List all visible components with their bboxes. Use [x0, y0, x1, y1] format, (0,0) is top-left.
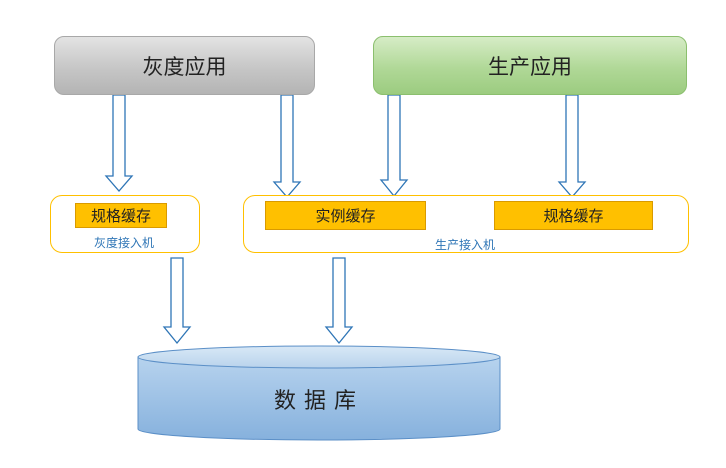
gray-spec-cache-label: 规格缓存	[90, 207, 151, 225]
database-cylinder-body	[137, 356, 501, 441]
production-app-box: 生产应用	[373, 36, 687, 95]
production-instance-cache-label: 实例缓存	[315, 207, 376, 225]
production-access-label: 生产接入机	[434, 238, 495, 252]
gray-app-label: 灰度应用	[142, 54, 227, 79]
gray-app-box: 灰度应用	[54, 36, 315, 95]
gray-access-label: 灰度接入机	[93, 236, 154, 250]
arrow-gray-to-prod-access	[272, 94, 302, 198]
production-instance-cache: 实例缓存	[265, 201, 426, 230]
production-spec-cache-label: 规格缓存	[543, 207, 604, 225]
arrow-prod-to-instance-cache	[379, 94, 409, 198]
arrow-prod-to-spec-cache	[557, 94, 587, 198]
arrow-gray-to-gray-access	[104, 94, 134, 192]
gray-spec-cache: 规格缓存	[75, 203, 167, 228]
arrow-gray-access-to-db	[162, 257, 192, 345]
production-app-label: 生产应用	[488, 54, 572, 79]
database-cylinder-top	[137, 345, 501, 369]
production-spec-cache: 规格缓存	[494, 201, 653, 230]
arrow-prod-access-to-db	[324, 257, 354, 345]
database-label: 数据库	[273, 389, 364, 414]
